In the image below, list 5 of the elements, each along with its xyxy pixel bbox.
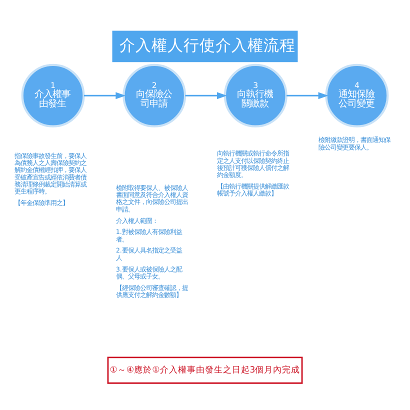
arrow bbox=[185, 92, 227, 99]
label: ①～④應於①介入權事由發生之日起3個月內完成 bbox=[110, 365, 300, 376]
diagram-title: 介入權人行使介入權流程 bbox=[119, 34, 296, 54]
arrow bbox=[286, 92, 328, 99]
arrow bbox=[84, 92, 126, 99]
